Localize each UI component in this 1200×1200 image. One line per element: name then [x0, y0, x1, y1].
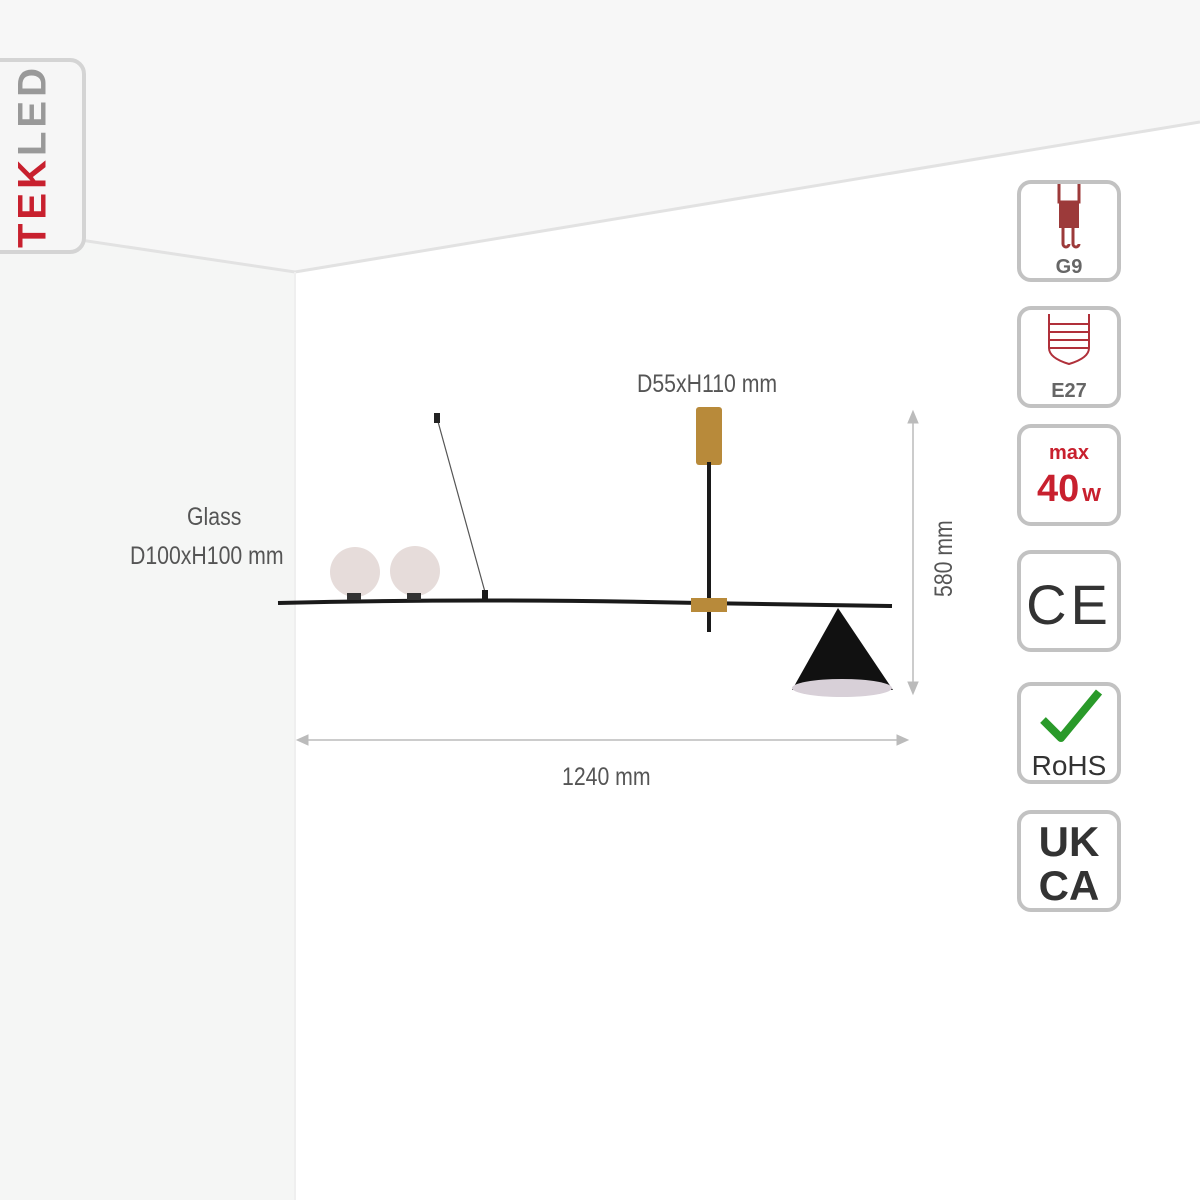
e27-bulb-icon: [1048, 314, 1090, 366]
height-dimension-label: 580 mm: [930, 520, 958, 597]
width-dimension-line: [295, 734, 910, 746]
cone-shade: [792, 608, 893, 690]
ceiling: [0, 0, 1200, 272]
height-dimension-line: [907, 409, 919, 696]
pendant-lamp: [277, 407, 893, 697]
ceiling-canopy: [696, 407, 722, 465]
glass-dimension-label: D100xH100 mm: [130, 542, 284, 570]
canopy-dimension-label: D55xH110 mm: [637, 370, 778, 398]
tekled-logo: TEKLED: [0, 58, 86, 254]
g9-badge: G9: [1017, 180, 1121, 282]
glass-label: Glass: [187, 503, 242, 531]
g9-bulb-icon: [1057, 184, 1081, 249]
glass-globe: [330, 547, 380, 597]
left-wall: [0, 228, 295, 1200]
rohs-badge: RoHS: [1017, 682, 1121, 784]
gold-joint: [691, 598, 727, 612]
ce-badge: CE: [1017, 550, 1121, 652]
e27-badge: E27: [1017, 306, 1121, 408]
suspension-wire: [436, 417, 486, 593]
ukca-badge: UK CA: [1017, 810, 1121, 912]
horizontal-arm: [277, 598, 893, 608]
checkmark-icon: [1040, 689, 1103, 742]
width-dimension-label: 1240 mm: [562, 763, 651, 791]
